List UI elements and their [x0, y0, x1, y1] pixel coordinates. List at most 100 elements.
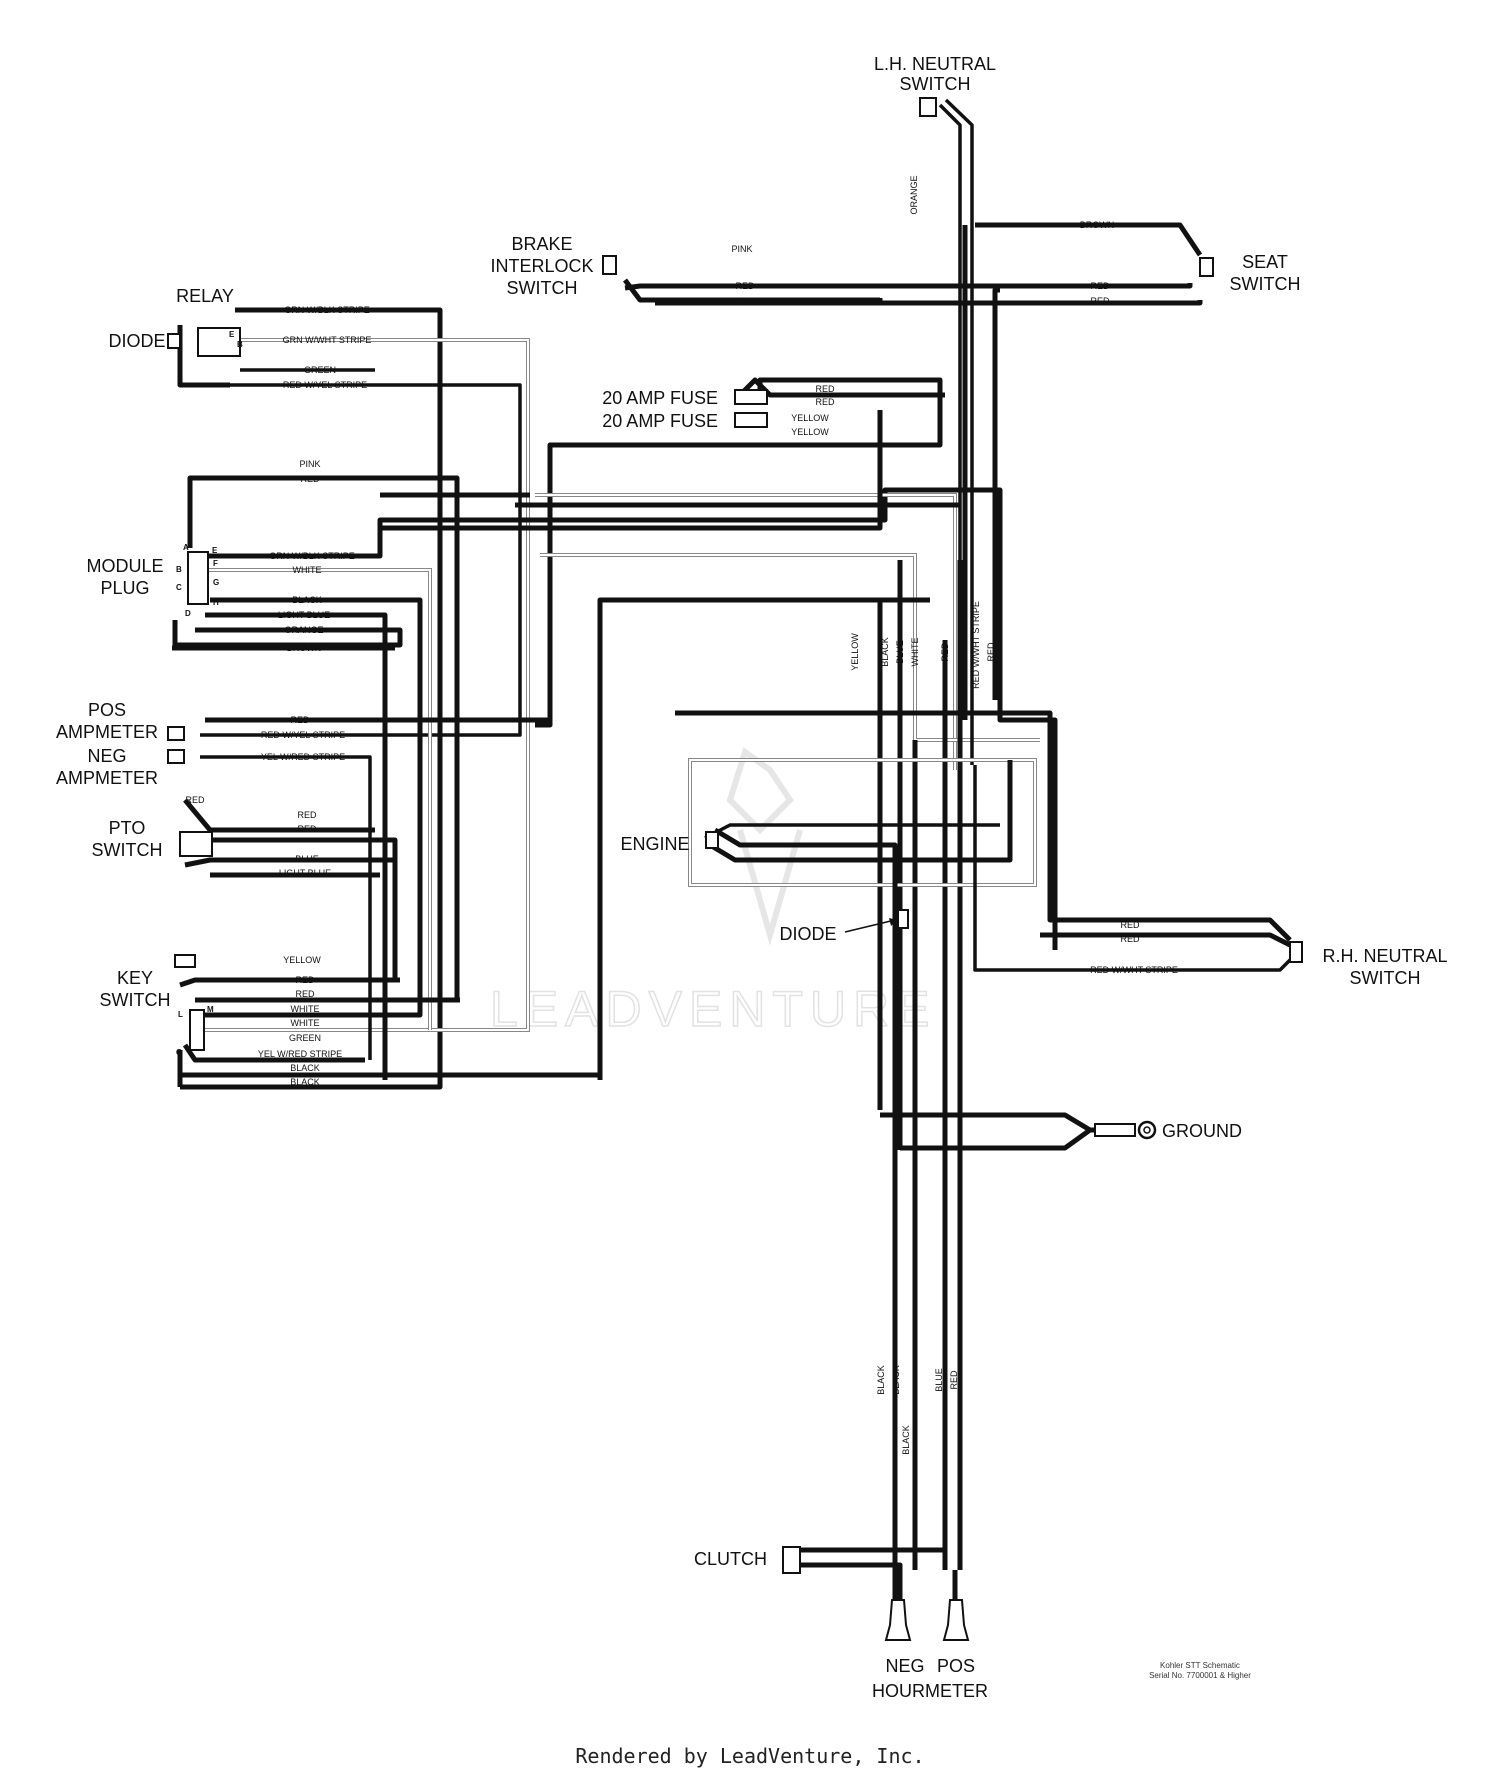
relay-body [197, 327, 241, 357]
wire-label: ORANGE [909, 175, 919, 214]
module-pin-b: B [176, 565, 182, 574]
relay-diode-label: DIODE [108, 331, 165, 351]
wire-label: RED [297, 810, 317, 820]
key-switch-label-2: SWITCH [100, 990, 171, 1010]
wire-label: WHITE [291, 1004, 320, 1014]
fuse-2-label: 20 AMP FUSE [602, 411, 718, 431]
wire-label: BLACK [880, 637, 890, 667]
wire-label: RED [295, 989, 315, 999]
wire-label: RED [949, 1370, 959, 1390]
wire-label: GREEN [304, 365, 336, 375]
wire-label: YELLOW [850, 633, 860, 671]
wire-label: RED [295, 975, 315, 985]
hourmeter-pos-label: POS [937, 1656, 975, 1676]
seat-switch-body [1199, 257, 1214, 277]
neg-ampmeter-label-1: NEG [87, 746, 126, 766]
footer-credit: Rendered by LeadVenture, Inc. [575, 1744, 925, 1768]
wire-label: RED W/YEL STRIPE [261, 730, 345, 740]
engine-diode-body [897, 909, 909, 929]
seat-switch-label-1: SEAT [1242, 252, 1288, 272]
pos-ampmeter-label-2: AMPMETER [56, 722, 158, 742]
wire-label: YELLOW [791, 413, 829, 423]
wire-label: RED [815, 397, 835, 407]
wire-label: GRN W/BLK STRIPE [269, 551, 355, 561]
wire-label: ORANGE [284, 625, 323, 635]
engine-connector [705, 831, 719, 849]
brake-switch-label-3: SWITCH [507, 278, 578, 298]
wire-label: BLACK [891, 1365, 901, 1395]
wire-label: RED [986, 642, 996, 662]
relay-diode-body [167, 333, 181, 349]
wire-label: BLACK [292, 595, 322, 605]
wire-label: RED W/WHT STRIPE [971, 601, 981, 689]
lh-neutral-switch-label-1: L.H. NEUTRAL [874, 54, 996, 74]
wire-label: BLUE [295, 854, 319, 864]
lh-neutral-switch-body [919, 97, 937, 117]
rh-neutral-switch-label-2: SWITCH [1350, 968, 1421, 988]
key-switch-terminal [174, 954, 196, 968]
wire-label: RED [1090, 296, 1110, 306]
wire-label: RED [1120, 920, 1140, 930]
rh-neutral-switch-body [1289, 941, 1303, 963]
ground-ring-hole [1143, 1126, 1151, 1134]
wire-label: LIGHT BLUE [278, 610, 330, 620]
engine-label: ENGINE [620, 834, 689, 854]
wire-labels: GRN W/BLK STRIPE GRN W/WHT STRIPE GREEN … [185, 175, 1177, 1454]
hourmeter-neg-label: NEG [885, 1656, 924, 1676]
wire-label: YEL W/RED STRIPE [261, 752, 345, 762]
key-switch-body [189, 1009, 205, 1051]
wire-label: BLACK [876, 1365, 886, 1395]
lh-neutral-switch-label-2: SWITCH [900, 74, 971, 94]
engine-diode-leader [844, 919, 896, 933]
wire-label: WHITE [910, 638, 920, 667]
pto-switch-body [179, 831, 213, 857]
clutch-connector [782, 1546, 801, 1574]
wire-label: PINK [731, 244, 752, 254]
wire-label: RED [815, 384, 835, 394]
seat-switch-label-2: SWITCH [1230, 274, 1301, 294]
wire-label: GRN W/WHT STRIPE [956, 601, 966, 690]
key-pin-l: L [178, 1010, 183, 1019]
wire-label: WHITE [293, 565, 322, 575]
pto-switch-label-1: PTO [109, 818, 146, 838]
module-plug-body [187, 551, 209, 605]
clutch-label: CLUTCH [694, 1549, 767, 1569]
wire-label: RED [735, 281, 755, 291]
wire-label: LIGHT BLUE [279, 868, 331, 878]
wire-label: BLUE [895, 640, 905, 664]
wire-label: BROWN [287, 643, 322, 653]
caption-line-2: Serial No. 7700001 & Higher [1149, 1671, 1251, 1680]
wire-label: BLACK [901, 1425, 911, 1455]
module-plug-label-2: PLUG [100, 578, 149, 598]
brake-switch-label-2: INTERLOCK [490, 256, 593, 276]
hourmeter-neg-terminal [884, 1599, 912, 1641]
hourmeter-label: HOURMETER [872, 1681, 988, 1701]
relay-label: RELAY [176, 286, 234, 306]
ground-terminal [1094, 1123, 1136, 1137]
wire-label: RED [297, 824, 317, 834]
watermark: LEADVENTURE [489, 747, 930, 1038]
rh-neutral-switch-label-1: R.H. NEUTRAL [1322, 946, 1447, 966]
module-pin-e: E [212, 546, 218, 555]
ground-label: GROUND [1162, 1121, 1242, 1141]
module-pin-f: F [213, 559, 218, 568]
wire-label: GRN W/WHT STRIPE [283, 335, 372, 345]
wire-label: PINK [299, 459, 320, 469]
wires [172, 98, 1302, 1600]
pos-ampmeter-label-1: POS [88, 700, 126, 720]
module-pin-c: C [176, 583, 182, 592]
fuse-1-label: 20 AMP FUSE [602, 388, 718, 408]
wire-label: BLACK [290, 1077, 320, 1087]
wire-label: BLACK [290, 1063, 320, 1073]
wire-label: RED W/YEL STRIPE [283, 380, 367, 390]
wire-label: BROWN [1080, 220, 1115, 230]
module-plug-label-1: MODULE [86, 556, 163, 576]
neg-ampmeter-terminal [167, 749, 185, 764]
wire-label: RED [300, 474, 320, 484]
brake-switch-label-1: BRAKE [511, 234, 572, 254]
hourmeter-pos-terminal [942, 1599, 970, 1641]
module-pin-d: D [185, 609, 191, 618]
wire-label: WHITE [291, 1018, 320, 1028]
pos-ampmeter-terminal [167, 726, 185, 741]
